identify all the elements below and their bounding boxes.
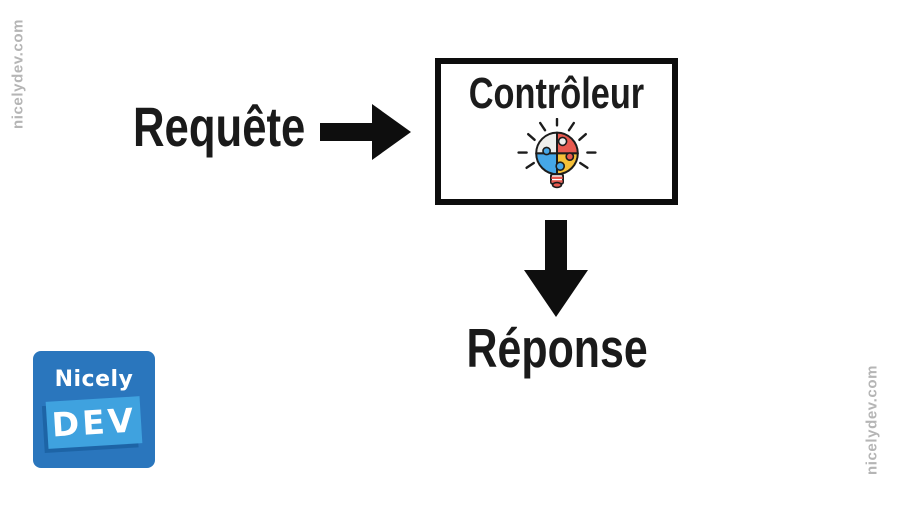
- controller-box: Contrôleur: [435, 58, 678, 205]
- logo-dev-banner: DEV: [45, 396, 143, 449]
- request-label-wrap: Requête: [133, 99, 354, 155]
- nicelydev-logo: Nicely DEV: [33, 351, 155, 468]
- watermark-left: nicelydev.com: [9, 18, 27, 130]
- puzzle-lightbulb-icon: [516, 118, 597, 189]
- request-arrow-icon: [320, 104, 411, 160]
- response-label: Réponse: [466, 317, 648, 379]
- controller-title: Contrôleur: [468, 69, 645, 118]
- response-label-wrap: Réponse: [435, 321, 679, 376]
- logo-dev-text: DEV: [50, 400, 138, 445]
- logo-brand-name: Nicely: [54, 367, 134, 392]
- request-label: Requête: [133, 95, 306, 158]
- response-arrow-icon: [524, 220, 588, 317]
- watermark-right: nicelydev.com: [863, 364, 881, 476]
